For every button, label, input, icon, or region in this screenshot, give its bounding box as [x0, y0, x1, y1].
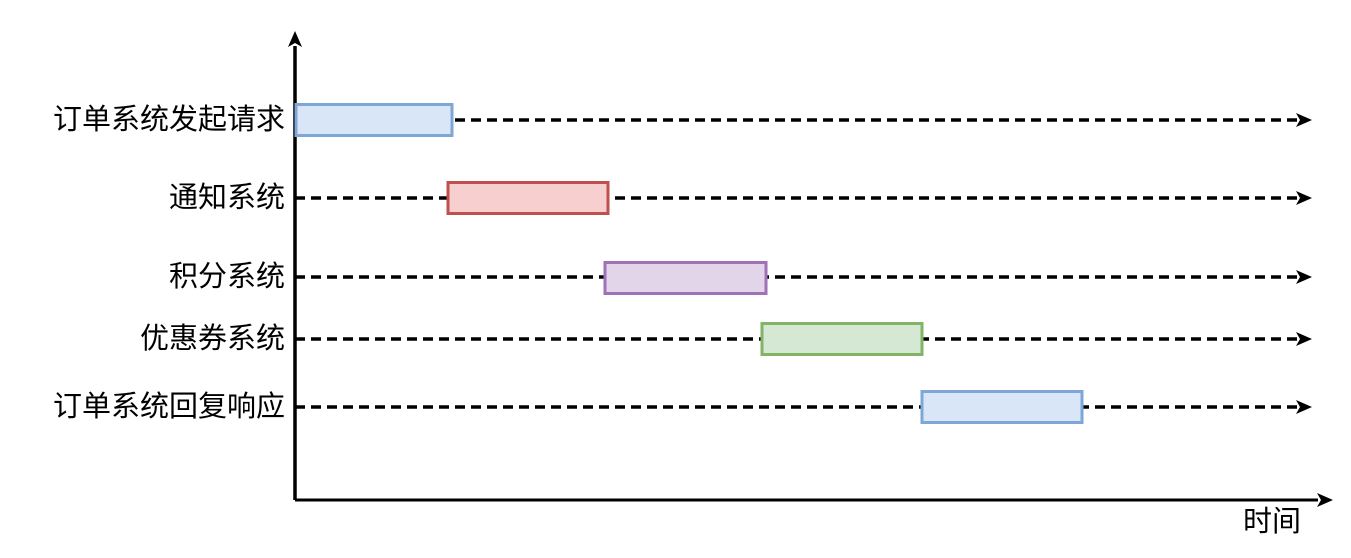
lane-label-notification: 通知系统 [168, 182, 285, 214]
lane-label-coupon: 优惠券系统 [139, 323, 285, 355]
lane-label-order-request: 订单系统发起请求 [52, 104, 285, 136]
lane-label-points: 积分系统 [168, 261, 285, 293]
order-response-bar[interactable] [920, 390, 1084, 424]
coupon-bar[interactable] [760, 322, 924, 356]
x-axis-label: 时间 [1243, 506, 1302, 538]
notification-bar[interactable] [446, 181, 610, 215]
order-request-bar[interactable] [294, 103, 454, 137]
lane-label-order-response: 订单系统回复响应 [52, 391, 285, 423]
points-bar[interactable] [603, 261, 768, 295]
